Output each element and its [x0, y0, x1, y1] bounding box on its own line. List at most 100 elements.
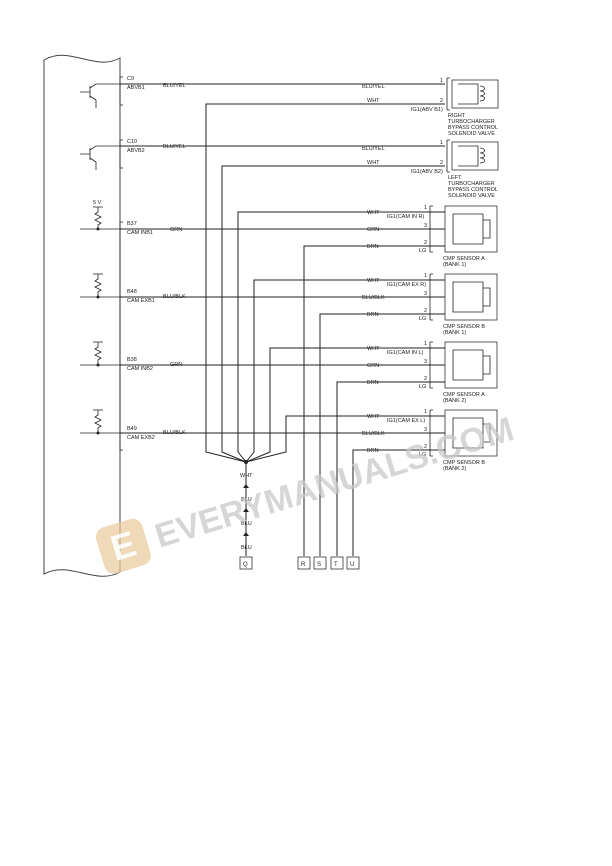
name-line: CMP SENSOR B: [443, 460, 485, 466]
trunk-label: BLU: [241, 521, 252, 527]
name-line: (BANK 2): [443, 466, 466, 472]
ecm-pin-c9: C9 ABVB1 BLU/YEL: [127, 76, 186, 91]
pin-id: B49: [127, 426, 137, 432]
supply-5v-label: 5 V: [93, 200, 102, 206]
trunk-label: WHT: [240, 473, 253, 479]
name-line: SOLENOID VALVE: [448, 131, 495, 137]
solenoid-valve-right: BLU/YEL 1 WHT 2 IG1(ABV B1) RIGHT TURBOC…: [362, 77, 499, 137]
connector-q: Q: [239, 556, 253, 570]
wire-power: WHT: [367, 160, 380, 166]
wire-signal: GRN: [367, 227, 379, 233]
wire-power: WHT: [367, 414, 380, 420]
pin-1: 1: [424, 341, 427, 347]
name-line: CMP SENSOR A: [443, 256, 485, 262]
trunk-label: BLU: [241, 497, 252, 503]
transistor-symbol-c10: [80, 145, 120, 170]
power-wires: [205, 103, 445, 463]
pin-2: 2: [424, 240, 427, 246]
wire-color: BLU/YEL: [163, 83, 186, 89]
watermark: E EVERYMANUALS.COM: [95, 410, 518, 574]
watermark-logo-icon: [95, 518, 151, 574]
connector-label: R: [301, 562, 306, 568]
name-line: TURBOCHARGER: [448, 181, 495, 187]
cmp-sensor-b-bank1: WHT IG1(CAM EX R) 1 BLU/BLK 3 BRN 2 LG C…: [362, 273, 498, 336]
power-label: IG1(ABV B2): [411, 169, 443, 175]
ground-color: LG: [419, 452, 426, 458]
wire-color: BLU/YEL: [163, 144, 186, 150]
pin-name: CAM EXB2: [127, 435, 155, 441]
pin-id: B37: [127, 221, 137, 227]
wire-signal: BLU/BLK: [362, 431, 385, 437]
pin-name: CAM INB1: [127, 230, 153, 236]
pin-brackets: [119, 76, 123, 451]
name-line: CMP SENSOR B: [443, 324, 485, 330]
name-line: SOLENOID VALVE: [448, 193, 495, 199]
wire-power: WHT: [367, 98, 380, 104]
power-label: IG1(CAM IN R): [387, 214, 424, 220]
connector-r: R: [297, 556, 311, 570]
connector-label: S: [317, 562, 321, 568]
cmp-sensor-a-bank2: WHT IG1(CAM IN L) 1 GRN 3 BRN 2 LG CMP S…: [367, 341, 498, 404]
ecm-body: [43, 54, 121, 577]
transistor-symbol-c9: [80, 83, 120, 108]
wire-signal: BLU/YEL: [362, 84, 385, 90]
power-label: IG1(ABV B1): [411, 107, 443, 113]
cmp-sensor-a-bank1: WHT IG1(CAM IN R) 1 GRN 3 BRN 2 LG CMP S…: [367, 205, 498, 268]
wire-ground: BRN: [367, 448, 379, 454]
power-label: IG1(CAM IN L): [387, 350, 424, 356]
connector-t: T: [330, 556, 344, 570]
pin-signal: 1: [440, 140, 443, 146]
name-line: BYPASS CONTROL: [448, 187, 498, 193]
trunk-label: BLU: [241, 545, 252, 551]
ground-color: LG: [419, 384, 426, 390]
pin-2: 2: [424, 444, 427, 450]
pin-3: 3: [424, 359, 427, 365]
name-line: BYPASS CONTROL: [448, 125, 498, 131]
pin-id: B48: [127, 289, 137, 295]
ground-color: LG: [419, 316, 426, 322]
name-line: LEFT: [448, 175, 462, 181]
wire-ground: BRN: [367, 380, 379, 386]
pin-2: 2: [424, 376, 427, 382]
name-line: CMP SENSOR A: [443, 392, 485, 398]
wire-signal: BLU/YEL: [362, 146, 385, 152]
connector-label: U: [350, 562, 354, 568]
pin-id: B38: [127, 357, 137, 363]
ecm-pin-b37: B37 CAM INB1 GRN: [127, 221, 182, 236]
pin-1: 1: [424, 205, 427, 211]
name-line: (BANK 2): [443, 398, 466, 404]
name-line: (BANK 1): [443, 330, 466, 336]
internal-resistors: [93, 206, 103, 433]
solenoid-valve-left: BLU/YEL 1 WHT 2 IG1(ABV B2) LEFT TURBOCH…: [362, 139, 499, 199]
name-line: TURBOCHARGER: [448, 119, 495, 125]
pin-power: 2: [440, 160, 443, 166]
name-line: RIGHT: [448, 113, 466, 119]
ground-color: LG: [419, 248, 426, 254]
power-label: IG1(CAM EX R): [387, 282, 426, 288]
connector-label: T: [334, 562, 338, 568]
pin-power: 2: [440, 98, 443, 104]
trunk-markers: [243, 484, 249, 536]
pin-2: 2: [424, 308, 427, 314]
pin-1: 1: [424, 273, 427, 279]
wire-power: WHT: [367, 210, 380, 216]
connector-s: S: [313, 556, 327, 570]
wire-power: WHT: [367, 346, 380, 352]
pin-3: 3: [424, 427, 427, 433]
internal-stubs: [80, 228, 120, 434]
pin-id: C10: [127, 139, 137, 145]
pin-name: ABVB2: [127, 148, 145, 154]
wire-power: WHT: [367, 278, 380, 284]
pin-1: 1: [424, 409, 427, 415]
wire-signal: GRN: [367, 363, 379, 369]
pin-3: 3: [424, 291, 427, 297]
pin-name: CAM EXB1: [127, 298, 155, 304]
signal-wires: [120, 83, 445, 434]
internal-junctions: [96, 227, 100, 435]
pin-signal: 1: [440, 78, 443, 84]
wire-color: GRN: [170, 227, 182, 233]
ground-wires: [303, 245, 445, 556]
pin-name: ABVB1: [127, 85, 145, 91]
pin-3: 3: [424, 223, 427, 229]
